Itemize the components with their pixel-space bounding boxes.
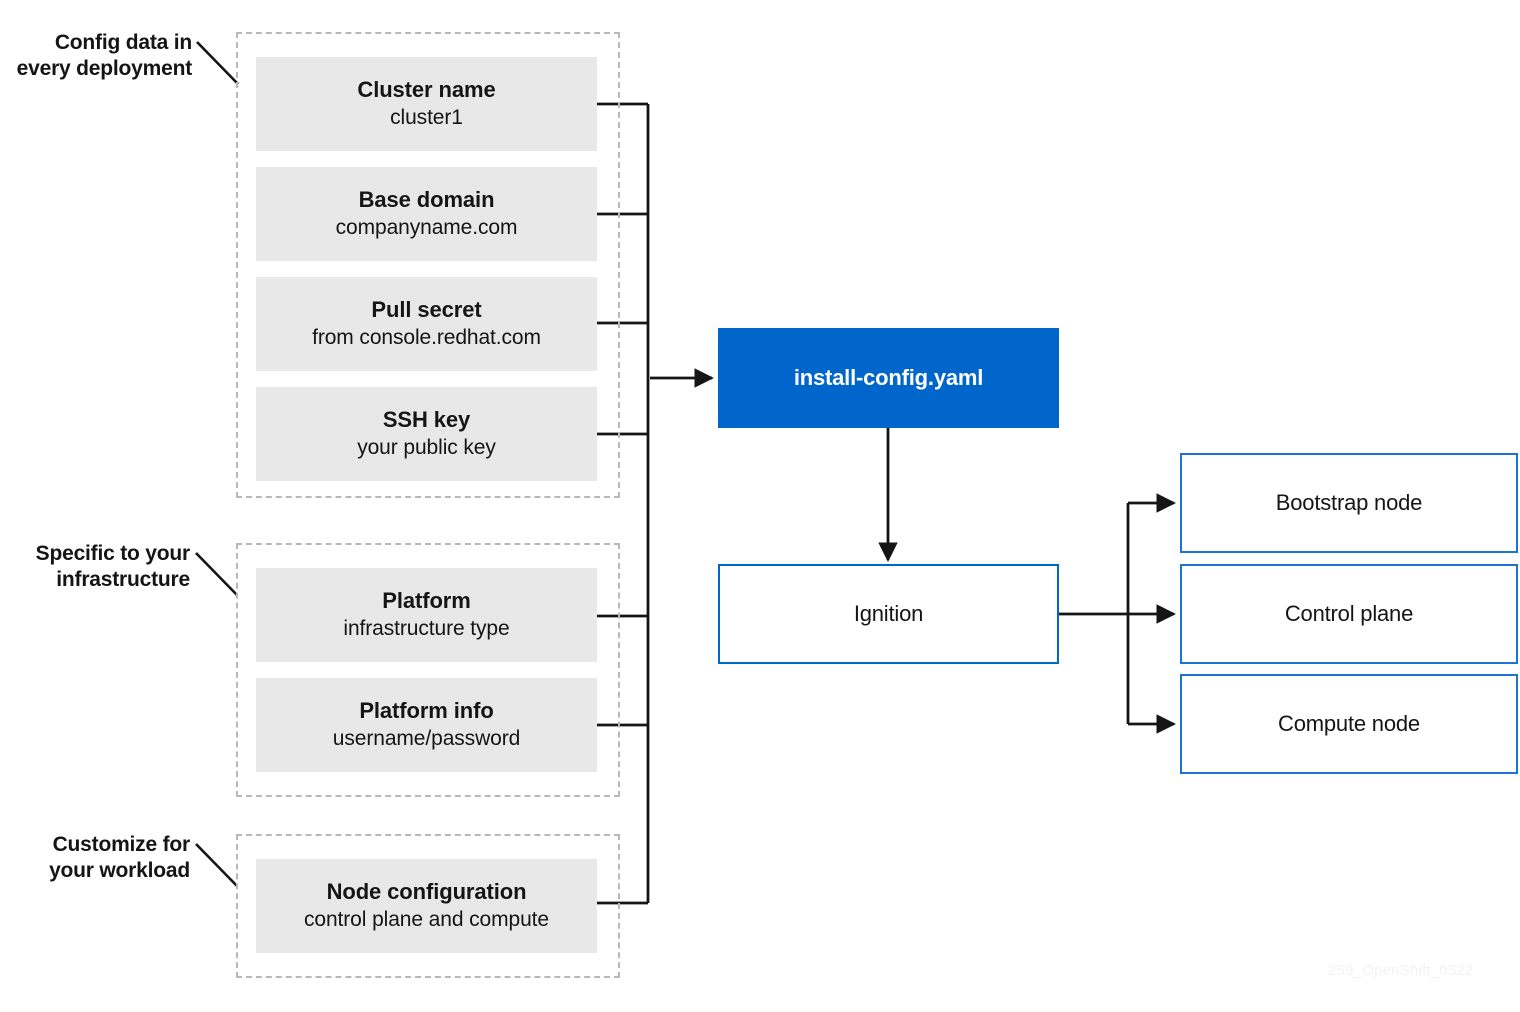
config-card-title: Cluster name — [357, 77, 496, 103]
watermark-label: 259_OpenShift_0522 — [1328, 962, 1474, 979]
config-card-pull-secret[interactable]: Pull secret from console.redhat.com — [256, 277, 597, 371]
group-box-workload — [236, 834, 620, 978]
config-card-cluster-name[interactable]: Cluster name cluster1 — [256, 57, 597, 151]
group-label-workload: Customize for your workload — [49, 833, 190, 882]
config-card-subtitle: companyname.com — [335, 216, 518, 240]
config-card-subtitle: cluster1 — [390, 106, 463, 130]
config-card-title: Base domain — [358, 187, 495, 213]
config-card-title: Node configuration — [326, 879, 527, 905]
config-card-subtitle: control plane and compute — [304, 908, 549, 932]
ignition-box[interactable]: Ignition — [718, 564, 1059, 664]
group-box-infrastructure — [236, 543, 620, 797]
fanout-bus — [1058, 503, 1130, 724]
install-config-yaml-box[interactable]: install-config.yaml — [718, 328, 1059, 428]
config-card-node-configuration[interactable]: Node configuration control plane and com… — [256, 859, 597, 953]
config-card-title: SSH key — [382, 407, 471, 433]
config-card-subtitle: from console.redhat.com — [312, 326, 541, 350]
group-box-every-deployment — [236, 32, 620, 498]
config-card-base-domain[interactable]: Base domain companyname.com — [256, 167, 597, 261]
leader-lines — [195, 41, 239, 887]
group-label-every-deployment: Config data in every deployment — [16, 31, 193, 80]
config-card-title: Pull secret — [371, 297, 482, 323]
group-label-infrastructure: Specific to your infrastructure — [35, 542, 191, 591]
config-card-platform[interactable]: Platform infrastructure type — [256, 568, 597, 662]
config-card-subtitle: username/password — [332, 727, 521, 751]
config-card-title: Platform — [382, 588, 471, 614]
config-card-ssh-key[interactable]: SSH key your public key — [256, 387, 597, 481]
node-box-control-plane[interactable]: Control plane — [1180, 564, 1518, 664]
config-card-subtitle: your public key — [357, 436, 496, 460]
node-box-bootstrap-node[interactable]: Bootstrap node — [1180, 453, 1518, 553]
node-box-compute-node[interactable]: Compute node — [1180, 674, 1518, 774]
config-card-platform-info[interactable]: Platform info username/password — [256, 678, 597, 772]
config-card-title: Platform info — [359, 698, 494, 724]
config-card-subtitle: infrastructure type — [343, 617, 510, 641]
